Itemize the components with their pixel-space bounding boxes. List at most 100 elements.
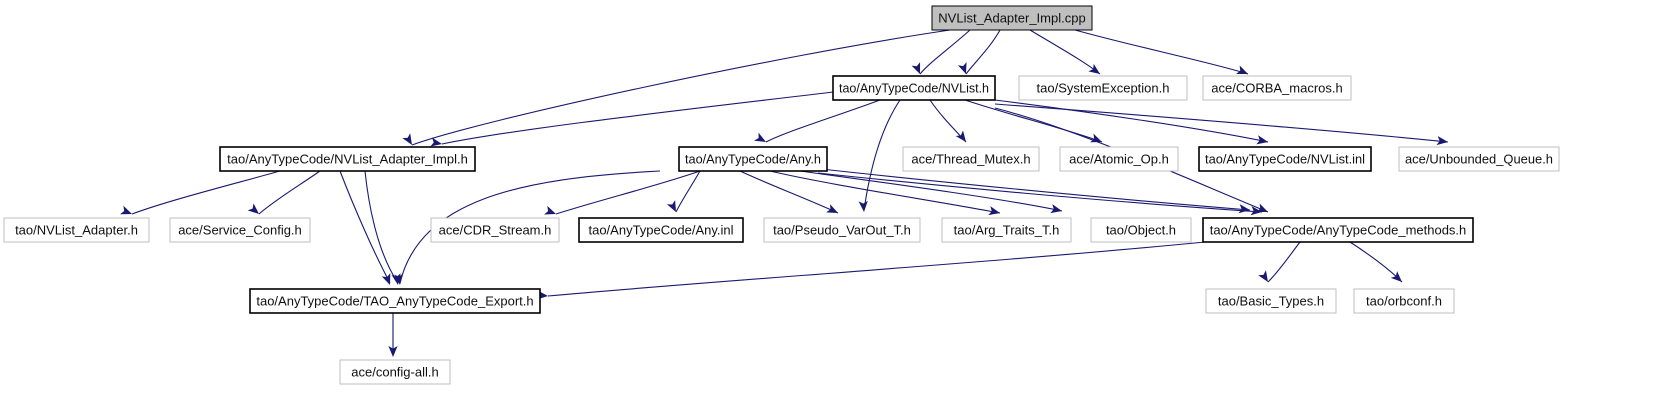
- graph-node[interactable]: tao/AnyTypeCode/Any.inl: [578, 217, 744, 243]
- edge-n1-to-n13: [858, 99, 901, 212]
- node-box[interactable]: [832, 75, 996, 101]
- edge-line: [1074, 29, 1249, 75]
- graph-node[interactable]: tao/Arg_Traits_T.h: [941, 217, 1072, 243]
- node-box[interactable]: [219, 146, 476, 172]
- node-box[interactable]: [1090, 217, 1192, 243]
- graph-node[interactable]: ace/Unbounded_Queue.h: [1398, 146, 1560, 172]
- arrowhead-icon: [430, 137, 442, 147]
- node-label: tao/AnyTypeCode/NVList_Adapter_Impl.h: [227, 151, 468, 166]
- edge-n5-to-n14: [739, 170, 839, 214]
- node-box[interactable]: [902, 146, 1040, 172]
- edge-n0-to-n1b: [957, 29, 1001, 75]
- node-box[interactable]: [1018, 75, 1188, 101]
- edges-layer: [120, 29, 1449, 357]
- node-label: tao/AnyTypeCode/AnyTypeCode_methods.h: [1210, 222, 1467, 237]
- edge-line: [994, 103, 1449, 143]
- edge-n5-to-n15: [769, 170, 1001, 216]
- node-box[interactable]: [941, 217, 1072, 243]
- arrowhead-icon: [955, 130, 966, 142]
- node-label: tao/Pseudo_VarOut_T.h: [773, 222, 911, 237]
- graph-node[interactable]: ace/Atomic_Op.h: [1059, 146, 1179, 172]
- graph-node[interactable]: tao/orbconf.h: [1353, 288, 1455, 314]
- arrowhead-icon: [1258, 270, 1268, 282]
- arrowhead-icon: [1050, 204, 1062, 214]
- node-box[interactable]: [1398, 146, 1560, 172]
- node-box[interactable]: [1205, 288, 1337, 314]
- graph-node[interactable]: tao/AnyTypeCode/NVList_Adapter_Impl.h: [219, 146, 476, 172]
- node-label: ace/config-all.h: [351, 364, 438, 379]
- graph-node[interactable]: NVList_Adapter_Impl.cpp: [931, 5, 1093, 31]
- nodes-layer: NVList_Adapter_Impl.cpp tao/AnyTypeCode/N…: [3, 5, 1560, 385]
- graph-node[interactable]: tao/NVList_Adapter.h: [3, 217, 150, 243]
- edge-line: [441, 91, 834, 145]
- node-box[interactable]: [1353, 288, 1455, 314]
- arrowhead-icon: [388, 345, 398, 357]
- node-label: tao/AnyTypeCode/NVList.h: [839, 80, 989, 95]
- edge-line: [919, 29, 971, 75]
- graph-node[interactable]: tao/AnyTypeCode/Any.h: [678, 146, 828, 172]
- node-label: tao/AnyTypeCode/TAO_AnyTypeCode_Export.h: [256, 293, 533, 308]
- node-box[interactable]: [430, 217, 560, 243]
- graph-node[interactable]: ace/config-all.h: [339, 359, 451, 385]
- node-box[interactable]: [169, 217, 311, 243]
- edge-line: [258, 170, 321, 215]
- node-label: ace/CDR_Stream.h: [439, 222, 552, 237]
- edge-line: [555, 170, 701, 215]
- node-box[interactable]: [1202, 217, 1474, 243]
- graph-node[interactable]: tao/Basic_Types.h: [1205, 288, 1337, 314]
- graph-node[interactable]: tao/SystemException.h: [1018, 75, 1188, 101]
- edge-n5-to-n12: [544, 170, 701, 215]
- edge-n1-to-n8: [994, 99, 1269, 145]
- edge-n1-to-n5: [754, 99, 881, 143]
- arrowhead-icon: [394, 273, 404, 285]
- graph-node[interactable]: tao/AnyTypeCode/AnyTypeCode_methods.h: [1202, 217, 1474, 243]
- graph-node[interactable]: ace/Service_Config.h: [169, 217, 311, 243]
- node-label: tao/AnyTypeCode/NVList.inl: [1205, 151, 1365, 166]
- node-label: tao/Basic_Types.h: [1218, 293, 1324, 308]
- arrowhead-icon: [754, 132, 766, 142]
- node-box[interactable]: [763, 217, 921, 243]
- graph-node[interactable]: tao/Object.h: [1090, 217, 1192, 243]
- node-label: tao/SystemException.h: [1037, 80, 1170, 95]
- edge-n0-to-n3: [1074, 29, 1249, 75]
- node-box[interactable]: [3, 217, 150, 243]
- graph-node[interactable]: tao/AnyTypeCode/NVList.h: [832, 75, 996, 101]
- node-label: tao/Object.h: [1106, 222, 1176, 237]
- node-box[interactable]: [931, 5, 1093, 31]
- node-label: tao/orbconf.h: [1366, 293, 1442, 308]
- arrowhead-icon: [1088, 63, 1100, 74]
- node-box[interactable]: [1198, 146, 1372, 172]
- edge-line: [547, 241, 1206, 297]
- arrowhead-icon: [1236, 65, 1248, 74]
- edge-n1-to-n6: [929, 99, 967, 143]
- edge-n5-to-n17b: [817, 172, 1263, 216]
- arrowhead-icon: [666, 200, 676, 212]
- node-box[interactable]: [578, 217, 744, 243]
- node-box[interactable]: [339, 359, 451, 385]
- graph-node[interactable]: tao/AnyTypeCode/TAO_AnyTypeCode_Export.h: [249, 288, 541, 314]
- edge-n17-to-n20: [1349, 241, 1403, 283]
- node-box[interactable]: [678, 146, 828, 172]
- edge-line: [817, 172, 1263, 213]
- node-label: ace/Atomic_Op.h: [1069, 151, 1169, 166]
- node-box[interactable]: [1059, 146, 1179, 172]
- arrowhead-icon: [1436, 136, 1448, 146]
- graph-node[interactable]: tao/Pseudo_VarOut_T.h: [763, 217, 921, 243]
- edge-n4-to-n18b: [364, 170, 401, 285]
- node-label: NVList_Adapter_Impl.cpp: [938, 10, 1085, 25]
- edge-n0-to-n1: [911, 29, 971, 75]
- arrowhead-icon: [1256, 135, 1268, 145]
- node-box[interactable]: [249, 288, 541, 314]
- arrowhead-icon: [381, 273, 391, 285]
- edge-n18-to-n21: [388, 313, 398, 357]
- node-label: ace/Service_Config.h: [178, 222, 302, 237]
- edge-n5-to-n16: [799, 170, 1063, 214]
- graph-node[interactable]: ace/Thread_Mutex.h: [902, 146, 1040, 172]
- node-label: tao/AnyTypeCode/Any.h: [685, 151, 821, 166]
- graph-node[interactable]: tao/AnyTypeCode/NVList.inl: [1198, 146, 1372, 172]
- graph-node[interactable]: ace/CORBA_macros.h: [1202, 75, 1352, 101]
- node-box[interactable]: [1202, 75, 1352, 101]
- edge-line: [739, 170, 839, 214]
- arrowhead-icon: [826, 204, 838, 213]
- graph-node[interactable]: ace/CDR_Stream.h: [430, 217, 560, 243]
